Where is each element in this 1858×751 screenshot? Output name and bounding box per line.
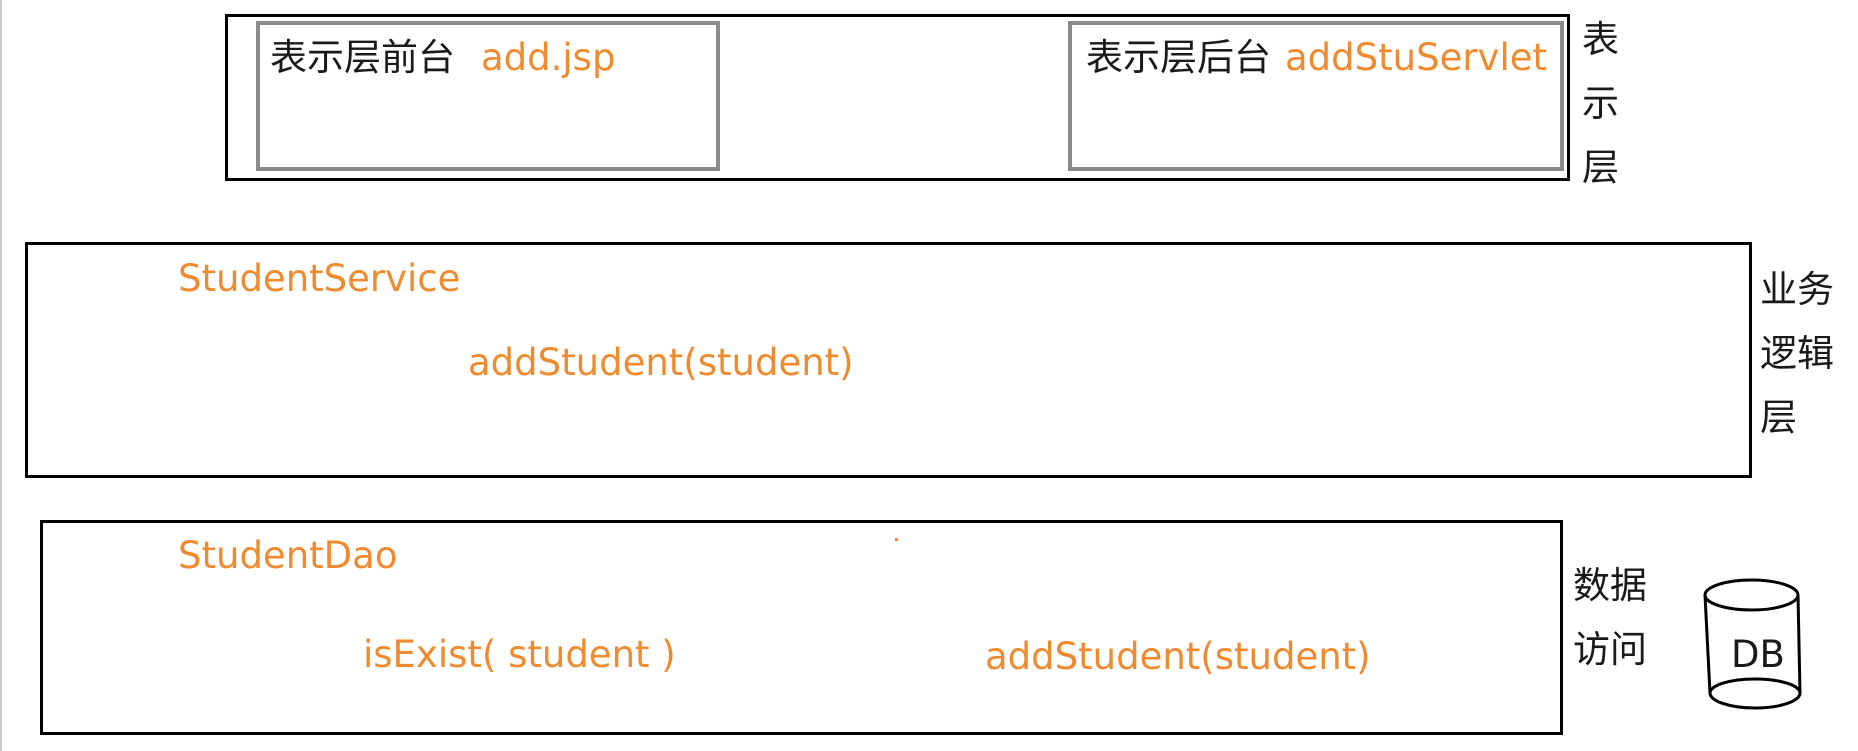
data-access-side-label: 数据 访问 [1573, 554, 1647, 682]
presentation-layer-box [225, 14, 1570, 181]
business-side-line-3: 层 [1760, 396, 1797, 439]
presentation-back-name: addStuServlet [1285, 36, 1547, 79]
database-cylinder-body [1703, 594, 1802, 710]
business-layer-side-label: 业务 逻辑 层 [1760, 258, 1834, 450]
student-service-add-method: addStudent(student) [468, 341, 854, 384]
database-cylinder-top [1703, 578, 1800, 612]
presentation-front-name: add.jsp [481, 36, 616, 79]
business-side-line-2: 逻辑 [1760, 332, 1834, 375]
presentation-back-box [1068, 21, 1564, 171]
student-dao-add-method: addStudent(student) [985, 635, 1371, 678]
database-label: DB [1731, 633, 1785, 676]
presentation-side-char-1: 表 [1582, 18, 1619, 61]
database-cylinder-bottom-hidden-arc [1708, 677, 1802, 694]
data-access-side-line-1: 数据 [1573, 564, 1647, 607]
presentation-front-prefix: 表示层前台 [270, 36, 455, 79]
student-dao-isexist-method: isExist( student ) [363, 633, 676, 676]
student-dao-class: StudentDao [178, 534, 398, 577]
presentation-back-prefix: 表示层后台 [1086, 36, 1271, 79]
presentation-side-char-3: 层 [1582, 146, 1619, 189]
data-access-side-line-2: 访问 [1573, 628, 1647, 671]
presentation-layer-side-label: 表 示 层 [1582, 8, 1619, 200]
database-cylinder-icon [1703, 578, 1802, 710]
stray-dot [895, 538, 898, 541]
business-side-line-1: 业务 [1760, 268, 1834, 311]
presentation-front-box [256, 21, 720, 171]
data-access-layer-box [40, 520, 1563, 735]
presentation-back-label: 表示层后台 addStuServlet [1086, 39, 1547, 76]
student-service-class: StudentService [178, 257, 461, 300]
presentation-side-char-2: 示 [1582, 82, 1619, 125]
business-layer-box [25, 242, 1752, 478]
left-edge-line [0, 0, 2, 751]
presentation-front-label: 表示层前台 add.jsp [270, 39, 615, 76]
